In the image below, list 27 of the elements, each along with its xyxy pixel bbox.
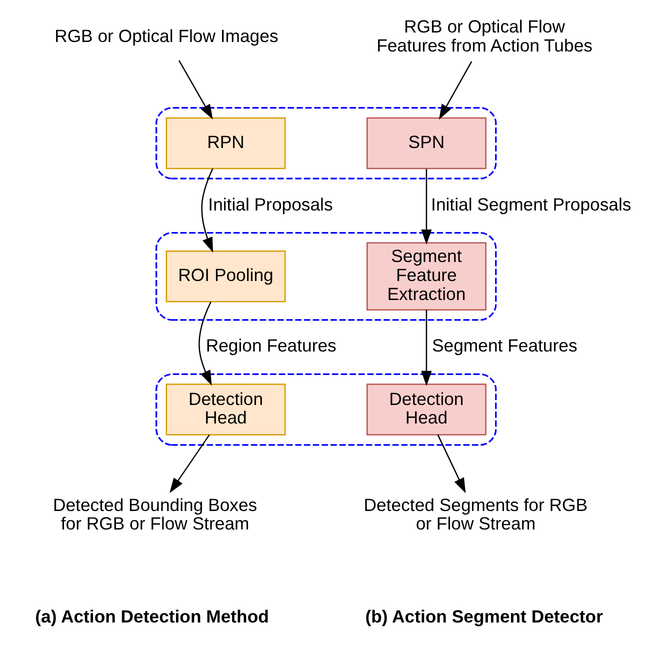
node-box: Detection Head bbox=[366, 384, 486, 436]
edge-label: Initial Proposals bbox=[208, 194, 333, 214]
node-box: Detection Head bbox=[166, 384, 286, 436]
arrow bbox=[170, 434, 210, 494]
arrow bbox=[438, 61, 472, 120]
cluster bbox=[156, 232, 497, 321]
node-text: Detected Bounding Boxes for RGB or Flow Stream bbox=[52, 494, 258, 534]
arrow bbox=[201, 168, 214, 253]
node-text: RGB or Optical Flow Features from Action Tubes bbox=[376, 16, 592, 56]
node-box: ROI Pooling bbox=[166, 250, 286, 302]
cluster bbox=[156, 107, 497, 180]
label: (a) Action Detection Method bbox=[35, 606, 269, 626]
node-box: SPN bbox=[366, 117, 486, 170]
node-text: RGB or Optical Flow Images bbox=[54, 26, 278, 46]
arrow bbox=[198, 302, 212, 386]
node-text: Detected Segments for RGB or Flow Stream bbox=[364, 494, 588, 534]
arrow bbox=[421, 169, 432, 245]
node-box: Segment Feature Extraction bbox=[366, 242, 486, 310]
cluster bbox=[156, 373, 497, 446]
label: (b) Action Segment Detector bbox=[365, 606, 603, 626]
arrow bbox=[421, 310, 432, 386]
arrow bbox=[437, 434, 466, 494]
edge-label: Region Features bbox=[206, 336, 336, 356]
node-box: RPN bbox=[166, 117, 286, 170]
arrow bbox=[178, 60, 213, 120]
edge-label: Segment Features bbox=[432, 336, 578, 356]
edge-label: Initial Segment Proposals bbox=[431, 194, 632, 214]
